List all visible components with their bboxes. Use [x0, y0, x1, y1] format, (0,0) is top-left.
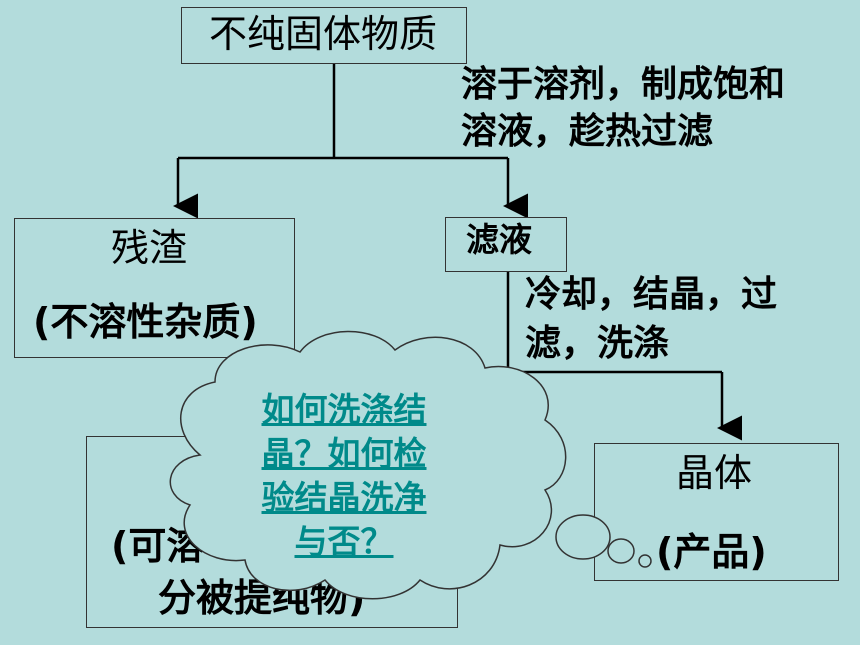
top-node-label: 不纯固体物质: [209, 12, 438, 56]
cloud-line4: 与否？: [294, 522, 394, 561]
cloud-line2: 晶？如何检: [261, 434, 427, 473]
filtrate-label: 滤液: [466, 220, 532, 259]
step2-line2: 滤，洗涤: [525, 323, 670, 364]
crystal-node-box: [594, 443, 839, 581]
cloud-line3: 验结晶洗净: [261, 478, 427, 517]
top-node-box: [181, 7, 467, 64]
residue-subtitle: (不溶性杂质): [33, 300, 258, 344]
cloud-line1: 如何洗涤结: [261, 390, 427, 429]
mother-liquor-line1: (可溶: [111, 524, 205, 568]
cloud-question-link[interactable]: 如何洗涤结 晶？如何检 验结晶洗净 与否？: [228, 388, 460, 564]
residue-title: 残渣: [111, 226, 188, 270]
crystal-title: 晶体: [676, 451, 753, 495]
filtrate-node-box: [445, 217, 567, 272]
step1-line2: 溶液，趁热过滤: [461, 111, 714, 152]
step1-line1: 溶于溶剂，制成饱和: [461, 64, 786, 105]
step2-line1: 冷却，结晶，过: [525, 274, 778, 315]
crystal-subtitle: (产品): [656, 530, 767, 574]
mother-liquor-line2: 分被提纯物): [158, 576, 366, 620]
